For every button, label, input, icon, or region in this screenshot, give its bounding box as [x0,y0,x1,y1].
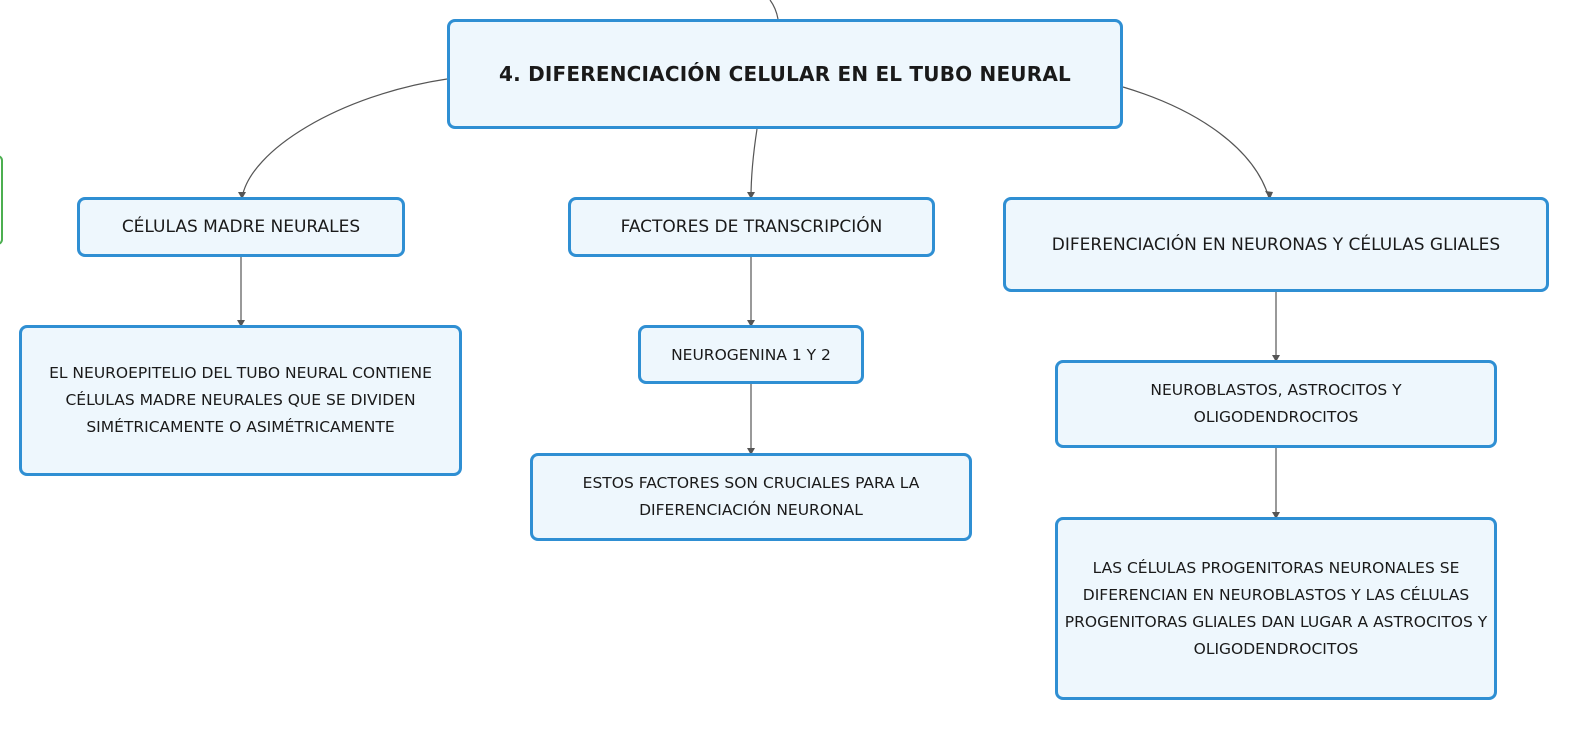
root-node[interactable]: 4. DIFERENCIACIÓN CELULAR EN EL TUBO NEU… [447,19,1123,129]
description-text: ESTOS FACTORES SON CRUCIALES PARA LA DIF… [582,474,920,519]
connector-root-to-branch-2 [750,128,758,199]
branch-node-celulas-madre[interactable]: CÉLULAS MADRE NEURALES [77,197,405,257]
item-node-neurogenina[interactable]: NEUROGENINA 1 Y 2 [638,325,864,384]
connector-root-to-branch-1 [241,78,448,199]
item-node-text: NEUROBLASTOS, ASTROCITOS Y OLIGODENDROCI… [1150,381,1402,426]
branch-node-title: CÉLULAS MADRE NEURALES [121,217,361,237]
description-text: EL NEUROEPITELIO DEL TUBO NEURAL CONTIEN… [49,364,432,436]
branch-node-diferenciacion[interactable]: DIFERENCIACIÓN EN NEURONAS Y CÉLULAS GLI… [1003,197,1549,292]
item-node-neuroblastos[interactable]: NEUROBLASTOS, ASTROCITOS Y OLIGODENDROCI… [1055,360,1497,448]
branch-node-title: DIFERENCIACIÓN EN NEURONAS Y CÉLULAS GLI… [1051,234,1501,255]
branch-node-title: FACTORES DE TRANSCRIPCIÓN [620,217,883,237]
connector-from-above [769,0,779,20]
offscreen-node-edge[interactable] [0,155,3,245]
description-text: LAS CÉLULAS PROGENITORAS NEURONALES SE D… [1064,558,1488,658]
item-node-text: NEUROGENINA 1 Y 2 [671,345,831,364]
description-node-neuroepitelio[interactable]: EL NEUROEPITELIO DEL TUBO NEURAL CONTIEN… [19,325,462,476]
branch-node-factores[interactable]: FACTORES DE TRANSCRIPCIÓN [568,197,935,257]
description-node-factores[interactable]: ESTOS FACTORES SON CRUCIALES PARA LA DIF… [530,453,972,541]
description-node-progenitoras[interactable]: LAS CÉLULAS PROGENITORAS NEURONALES SE D… [1055,517,1497,700]
root-node-title: 4. DIFERENCIACIÓN CELULAR EN EL TUBO NEU… [499,62,1071,86]
connector-root-to-branch-3 [1122,86,1270,199]
